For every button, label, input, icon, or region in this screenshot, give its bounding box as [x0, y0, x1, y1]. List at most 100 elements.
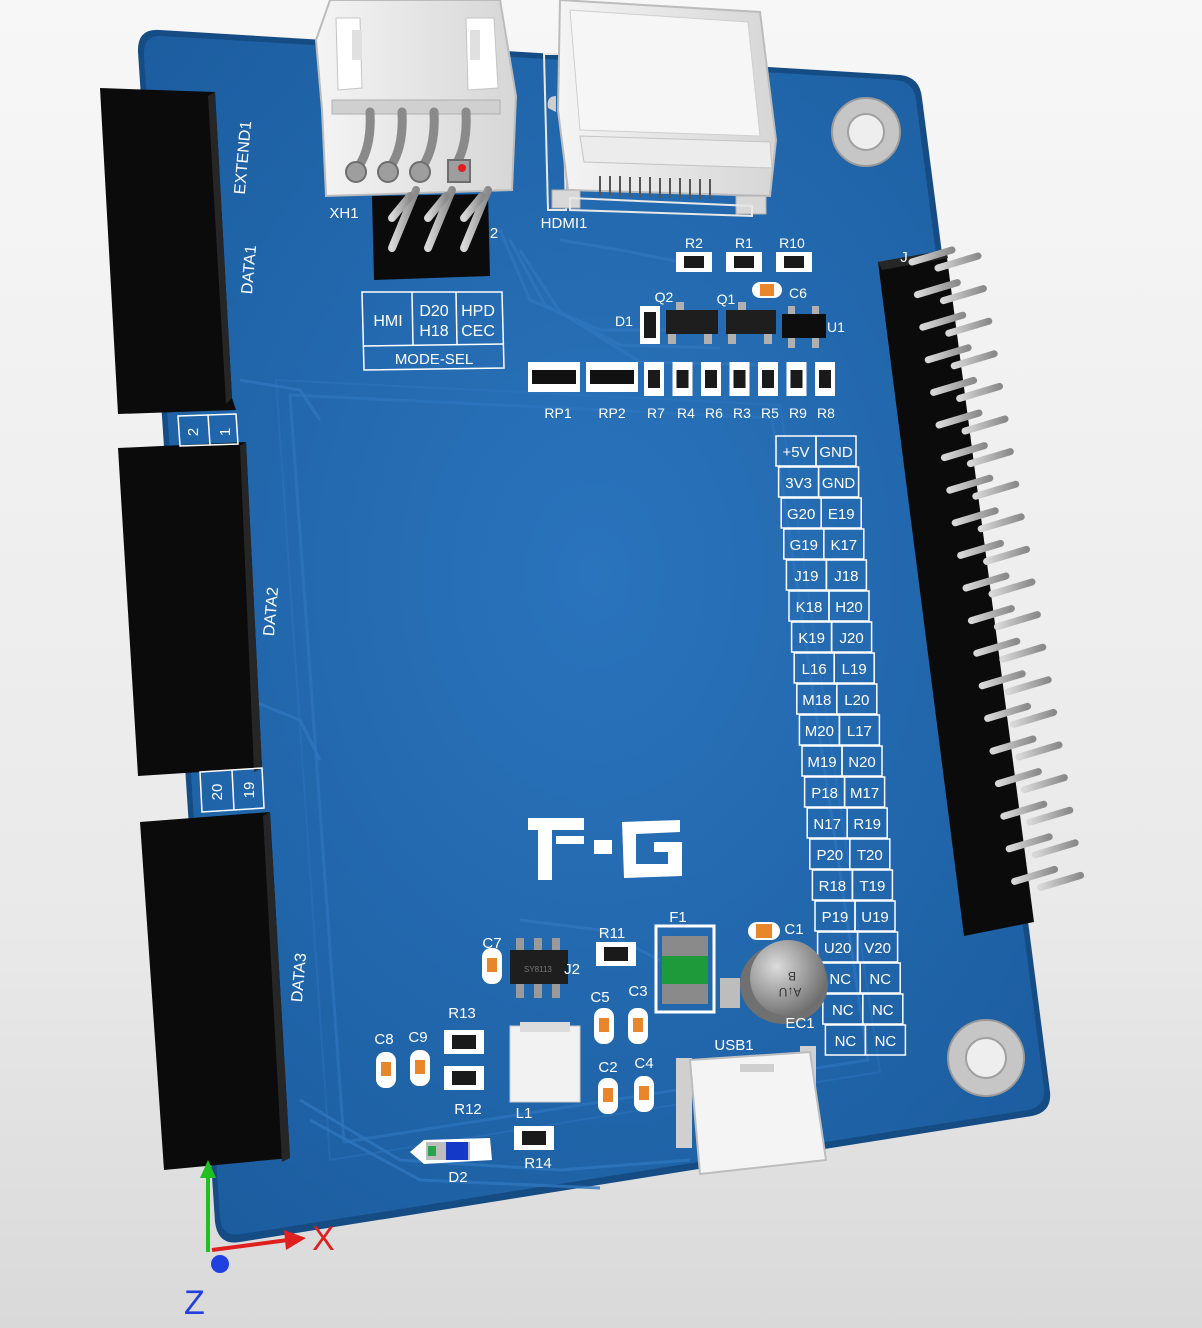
fuse-f1[interactable] — [654, 924, 716, 1014]
ref-ec1: EC1 — [785, 1015, 814, 1032]
ref-r12: R12 — [454, 1101, 482, 1118]
pin-table-cell — [846, 807, 888, 839]
ref-r14: R14 — [524, 1155, 552, 1172]
smd-resistor-r1[interactable] — [726, 252, 762, 272]
header-data2[interactable] — [118, 442, 262, 776]
pin-table-cell — [859, 962, 901, 994]
pin-table-cell — [833, 652, 875, 684]
inductor-l1[interactable] — [509, 1022, 581, 1103]
ref-c2: C2 — [598, 1059, 617, 1076]
led-d2[interactable] — [410, 1138, 492, 1164]
diode-d1[interactable] — [640, 306, 660, 344]
pin-table-label: N17 — [813, 816, 841, 833]
transistor-q2[interactable] — [666, 302, 718, 344]
pin-table-label: E19 — [828, 506, 855, 523]
pin-table-label: K17 — [830, 537, 857, 554]
ref-r6: R6 — [705, 405, 723, 421]
pin-table-cell — [851, 869, 894, 901]
mode-sel-jumper-header[interactable] — [372, 186, 492, 280]
header-pin — [977, 513, 1025, 533]
ic-u1[interactable] — [782, 306, 826, 348]
smd-resistor-r2[interactable] — [676, 252, 712, 272]
pin-table-label: R18 — [819, 878, 847, 895]
pin-number-20: 20 — [209, 784, 226, 801]
resistor-pack-rp1[interactable] — [528, 362, 580, 392]
smd-capacitor-c6[interactable] — [752, 282, 782, 298]
smd-capacitor-c1[interactable] — [748, 922, 780, 940]
smd-resistor-body — [648, 370, 660, 388]
pin-table-cell — [849, 838, 891, 870]
ref-r7: R7 — [647, 405, 665, 421]
header-data3[interactable] — [140, 812, 290, 1170]
header-pin — [994, 768, 1042, 788]
hdmi1-connector[interactable] — [542, 0, 778, 218]
header-pin — [924, 344, 972, 364]
pin-table-label: U19 — [861, 909, 889, 926]
ref-u1: U1 — [827, 319, 845, 335]
header-pin — [1026, 806, 1074, 826]
pin-table-label: P19 — [822, 909, 849, 926]
ref-r4: R4 — [677, 405, 695, 421]
header-pin — [957, 539, 1005, 559]
smd-resistor-body — [452, 1035, 476, 1049]
ref-j2: J2 — [564, 961, 580, 978]
label-xh1: XH1 — [329, 205, 358, 222]
pin-table-label: NC — [869, 971, 891, 988]
smd-resistor-r10[interactable] — [776, 252, 812, 272]
pin-table-label: NC — [872, 1002, 894, 1019]
smd-capacitor-body — [633, 1018, 643, 1032]
smd-resistor-body — [604, 947, 628, 961]
resistor-row-r7-r8[interactable] — [644, 362, 835, 396]
ref-c3: C3 — [628, 983, 647, 1000]
smd-resistor-body — [762, 370, 774, 388]
pin-table-label: NC — [835, 1033, 857, 1050]
mode-sel-h18: H18 — [419, 323, 448, 340]
header-extend1-data1[interactable] — [100, 88, 236, 414]
ec1-marking-au: A↓U — [779, 985, 802, 999]
label-2: 2 — [490, 225, 498, 242]
header-pin — [913, 279, 961, 299]
pin-table-label: L19 — [842, 661, 867, 678]
smd-capacitor-body — [487, 958, 497, 972]
ref-c4: C4 — [634, 1055, 653, 1072]
mode-sel-table — [361, 291, 505, 371]
header-pin — [993, 611, 1041, 631]
ref-c5: C5 — [590, 989, 609, 1006]
header-pin — [950, 350, 998, 370]
label-extend1: EXTEND1 — [232, 120, 255, 195]
pin-table-label: K19 — [798, 630, 825, 647]
gpio-40pin-header[interactable] — [878, 246, 1085, 936]
pin-table-cell — [838, 714, 881, 746]
smd-resistor-body — [522, 1131, 546, 1145]
pin-table-label: P18 — [811, 785, 838, 802]
pin-table-label: M18 — [802, 692, 831, 709]
header-pin — [1011, 865, 1059, 885]
smd-capacitor-body — [599, 1018, 609, 1032]
xh1-connector[interactable] — [314, 0, 518, 198]
pin-table-label: V20 — [864, 940, 891, 957]
pin-table-label: 3V3 — [785, 475, 812, 492]
ic-j2[interactable]: SY8113 — [510, 938, 568, 998]
header-pin — [908, 246, 956, 266]
mode-sel-cec: CEC — [461, 323, 495, 340]
header-pin — [983, 545, 1031, 565]
electrolytic-capacitor-ec1[interactable] — [720, 940, 828, 1024]
ref-d1: D1 — [615, 313, 633, 329]
header-pin — [961, 415, 1009, 435]
ref-c1: C1 — [784, 921, 803, 938]
mounting-hole-top — [831, 97, 901, 167]
ref-q1: Q1 — [717, 291, 736, 307]
pin-table-label: GND — [822, 475, 856, 492]
header-pin — [972, 480, 1020, 500]
pin-table-label: K18 — [796, 599, 823, 616]
pin-table-label: J19 — [794, 568, 818, 585]
smd-resistor-body — [676, 370, 689, 388]
transistor-q1[interactable] — [726, 302, 776, 344]
resistor-pack-rp2[interactable] — [586, 362, 638, 392]
ref-q2: Q2 — [655, 289, 674, 305]
usb-c-connector-usb1[interactable] — [676, 1046, 828, 1176]
pin-table-label: L20 — [844, 692, 869, 709]
header-pin — [945, 317, 993, 337]
